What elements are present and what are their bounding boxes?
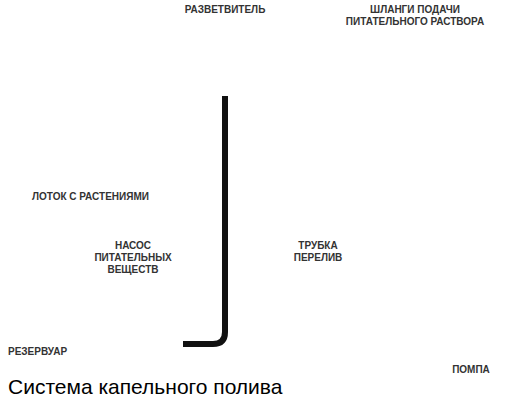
feed-tube: [183, 96, 225, 344]
part-label: ШЛАНГИ ПОДАЧИ ПИТАТЕЛЬНОГО РАСТВОРА: [330, 4, 500, 28]
nutrient-pump: НАСОС ПИТАТЕЛЬНЫХ ВЕЩЕСТВ: [83, 240, 183, 360]
reservoir: РЕЗЕРВУАР НАСОС ПИТАТЕЛЬНЫХ ВЕЩЕСТВ: [5, 226, 445, 374]
splitter: РАЗВЕТВИТЕЛЬ: [170, 4, 280, 96]
air-pump: ПОМПА: [437, 326, 505, 382]
node-label: РЕЗЕРВУАР: [8, 346, 78, 358]
node-label: ЛОТОК С РАСТЕНИЯМИ: [32, 191, 232, 203]
node-label: НАСОС ПИТАТЕЛЬНЫХ ВЕЩЕСТВ: [83, 240, 183, 276]
splitter-shape: [170, 4, 280, 96]
node-label: ПОМПА: [437, 364, 505, 376]
plant-tray: ЛОТОК С РАСТЕНИЯМИ: [0, 112, 512, 212]
part-label: ТРУБКА ПЕРЕЛИВ: [286, 240, 350, 264]
reservoir-shape: [5, 226, 445, 374]
caption: Система капельного полива: [8, 374, 282, 400]
node-label: РАЗВЕТВИТЕЛЬ: [170, 4, 280, 16]
